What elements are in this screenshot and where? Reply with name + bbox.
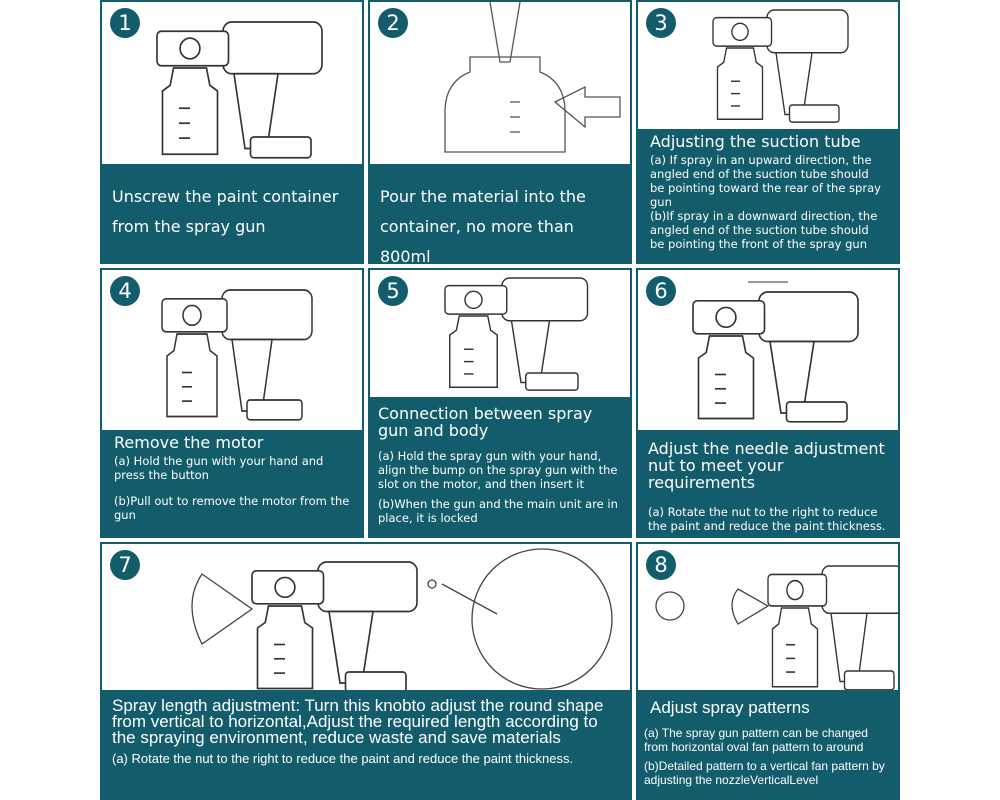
step-title: Adjust the needle adjustment nut to meet… xyxy=(648,439,885,492)
step-note-b: (b)When the gun and the main unit are in… xyxy=(378,497,618,525)
step-title: Spray length adjustment: Turn this knobt… xyxy=(112,696,604,747)
step-number-badge: 1 xyxy=(110,8,140,38)
step-image xyxy=(370,270,630,399)
step-note-b: (b)Pull out to remove the motor from the… xyxy=(114,494,350,522)
step-title: Remove the motor xyxy=(114,433,264,452)
step-note-a: (a) Hold the spray gun with your hand, a… xyxy=(378,449,618,491)
step-note-a: (a) Hold the gun with your hand and pres… xyxy=(114,454,324,482)
step-image xyxy=(638,2,898,132)
step-4-panel: 4 Remove the motor (a) Hold the gun with… xyxy=(100,268,364,538)
step-6-panel: 6 Adjust the needle adjustment nut to me… xyxy=(636,268,900,538)
step-2-panel: 2 Pour the material into the container, … xyxy=(368,0,632,264)
step-number-badge: 3 xyxy=(646,8,676,38)
step-caption: Adjust spray patterns (a) The spray gun … xyxy=(638,690,898,798)
step-caption: Pour the material into the container, no… xyxy=(370,164,630,262)
step-7-panel: 7 Spray length adjustment: Turn this kno… xyxy=(100,542,632,800)
step-number-badge: 4 xyxy=(110,276,140,306)
step-3-panel: 3 Adjusting the suction tube (a) If spra… xyxy=(636,0,900,264)
step-8-panel: 8 Adjust spray patterns (a) The spray gu… xyxy=(636,542,900,800)
step-caption: Unscrew the paint container from the spr… xyxy=(102,164,362,262)
step-image xyxy=(638,270,898,432)
step-caption: Connection between spray gun and body (a… xyxy=(370,397,630,536)
step-note-a: (a) If spray in an upward direction, the… xyxy=(650,153,881,209)
step-caption: Remove the motor (a) Hold the gun with y… xyxy=(102,430,362,536)
step-note-b: (b)Detailed pattern to a vertical fan pa… xyxy=(644,759,885,787)
step-caption: Adjust the needle adjustment nut to meet… xyxy=(638,430,898,536)
step-number-badge: 6 xyxy=(646,276,676,306)
step-1-panel: 1 Unscrew the paint container from the s… xyxy=(100,0,364,264)
step-5-panel: 5 Connection between spray gun and body … xyxy=(368,268,632,538)
step-image xyxy=(638,544,898,692)
step-caption: Adjusting the suction tube (a) If spray … xyxy=(638,129,898,262)
step-number-badge: 2 xyxy=(378,8,408,38)
step-note-a: (a) The spray gun pattern can be changed… xyxy=(644,726,868,754)
step-title: Adjust spray patterns xyxy=(650,698,810,717)
step-note-a: (a) Rotate the nut to the right to reduc… xyxy=(648,505,886,533)
step-note-b: (b)If spray in a downward direction, the… xyxy=(650,209,878,251)
step-number-badge: 5 xyxy=(378,276,408,306)
step-title: Adjusting the suction tube xyxy=(650,132,861,151)
step-number-badge: 7 xyxy=(110,550,140,580)
step-caption: Spray length adjustment: Turn this knobt… xyxy=(102,690,630,798)
step-note-a: (a) Rotate the nut to the right to reduc… xyxy=(112,751,574,766)
step-number-badge: 8 xyxy=(646,550,676,580)
step-title: Connection between spray gun and body xyxy=(378,404,593,440)
step-image xyxy=(102,544,630,692)
step-image xyxy=(102,2,362,167)
step-image xyxy=(102,270,362,432)
step-image xyxy=(370,2,630,167)
